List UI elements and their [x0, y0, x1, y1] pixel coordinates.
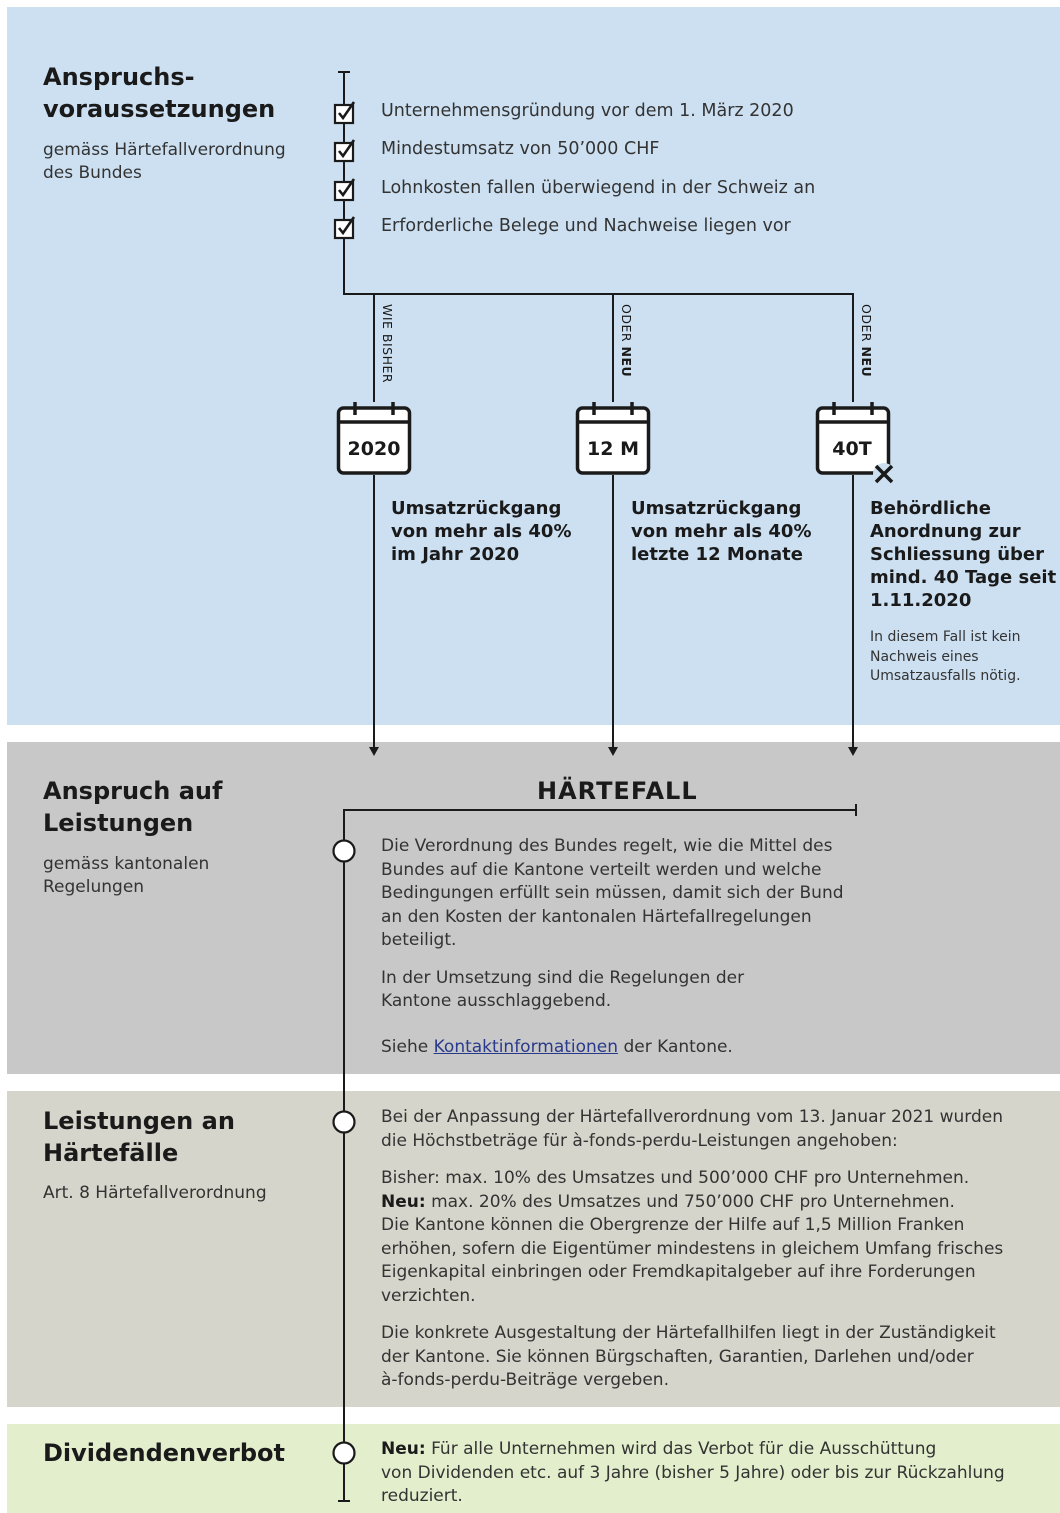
- section-band-leistungen: [7, 1091, 1060, 1407]
- section-title-voraussetzungen: Anspruchs- voraussetzungen: [43, 63, 276, 123]
- check-item-gruendung: Unternehmensgründung vor dem 1. März 202…: [381, 101, 794, 121]
- calendar-label: 12 M: [587, 438, 639, 460]
- section-band-voraussetzungen: [7, 7, 1060, 725]
- leistungen-paragraph-1: Bei der Anpassung der Härtefallverordnun…: [381, 1107, 1004, 1151]
- leistungen-paragraph-3: Die konkrete Ausgestaltung der Härtefall…: [381, 1323, 996, 1390]
- calendar-label: 2020: [348, 438, 401, 460]
- criterion-schliessung-note: In diesem Fall ist kein Nachweis eines U…: [870, 629, 1021, 684]
- check-item-belege: Erforderliche Belege und Nachweise liege…: [381, 216, 791, 236]
- section-band-dividenden: [7, 1424, 1060, 1513]
- checkbox-list-icons: [333, 101, 356, 240]
- leistungen-body: Bei der Anpassung der Härtefallverordnun…: [381, 1106, 1041, 1407]
- checkbox-checked-icon: [333, 139, 356, 163]
- timeline-node-icon: [332, 839, 356, 863]
- criterion-12-monate: Umsatzrückgang von mehr als 40% letzte 1…: [631, 498, 812, 565]
- anspruch-paragraph-2: In der Umsetzung sind die Regelungen der…: [381, 967, 745, 1012]
- branch-tag-oder-neu-12m: ODER NEU: [619, 304, 634, 378]
- checkbox-checked-icon: [333, 216, 356, 240]
- check-item-lohnkosten: Lohnkosten fallen überwiegend in der Sch…: [381, 178, 816, 198]
- timeline-node-icon: [332, 1441, 356, 1465]
- close-x-icon: [873, 463, 895, 485]
- anspruch-paragraph-1: Die Verordnung des Bundes regelt, wie di…: [381, 836, 844, 950]
- calendar-icon: 2020: [336, 402, 412, 475]
- section-band-anspruch: [7, 742, 1060, 1074]
- calendar-icon: 12 M: [575, 402, 651, 475]
- section-title-anspruch: Anspruch auf Leistungen: [43, 777, 223, 837]
- arrow-down-icon: [608, 747, 618, 756]
- timeline-node-icon: [332, 1110, 356, 1134]
- section-subtitle-voraussetzungen: gemäss Härtefallverordnung des Bundes: [43, 140, 286, 183]
- branch-tag-wie-bisher: WIE BISHER: [380, 304, 395, 384]
- check-item-mindestumsatz: Mindestumsatz von 50’000 CHF: [381, 139, 660, 159]
- checkbox-checked-icon: [333, 101, 356, 125]
- anspruch-body: Die Verordnung des Bundes regelt, wie di…: [381, 835, 881, 1073]
- criterion-schliessung: Behördliche Anordnung zur Schliessung üb…: [870, 498, 1057, 611]
- section-title-leistungen: Leistungen an Härtefälle: [43, 1107, 235, 1167]
- section-subtitle-leistungen: Art. 8 Härtefallverordnung: [43, 1183, 267, 1203]
- branch-tag-oder-neu-40t: ODER NEU: [859, 304, 874, 378]
- section-subtitle-anspruch: gemäss kantonalen Regelungen: [43, 854, 210, 897]
- leistungen-paragraph-2: Bisher: max. 10% des Umsatzes und 500’00…: [381, 1168, 1004, 1306]
- arrow-down-icon: [848, 747, 858, 756]
- section-title-dividenden: Dividendenverbot: [43, 1439, 286, 1467]
- haertefall-heading: HÄRTEFALL: [537, 777, 698, 805]
- calendar-closed-icon: 40T: [815, 402, 895, 485]
- calendar-label: 40T: [832, 438, 871, 460]
- kontaktinformationen-link[interactable]: Kontaktinformationen: [433, 1036, 619, 1057]
- anspruch-paragraph-3: Siehe Kontaktinformationen der Kantone.: [381, 1036, 733, 1057]
- dividenden-body: Neu: Für alle Unternehmen wird das Verbo…: [381, 1439, 1005, 1506]
- criterion-2020: Umsatzrückgang von mehr als 40% im Jahr …: [391, 498, 572, 565]
- checkbox-checked-icon: [333, 178, 356, 202]
- arrow-down-icon: [369, 747, 379, 756]
